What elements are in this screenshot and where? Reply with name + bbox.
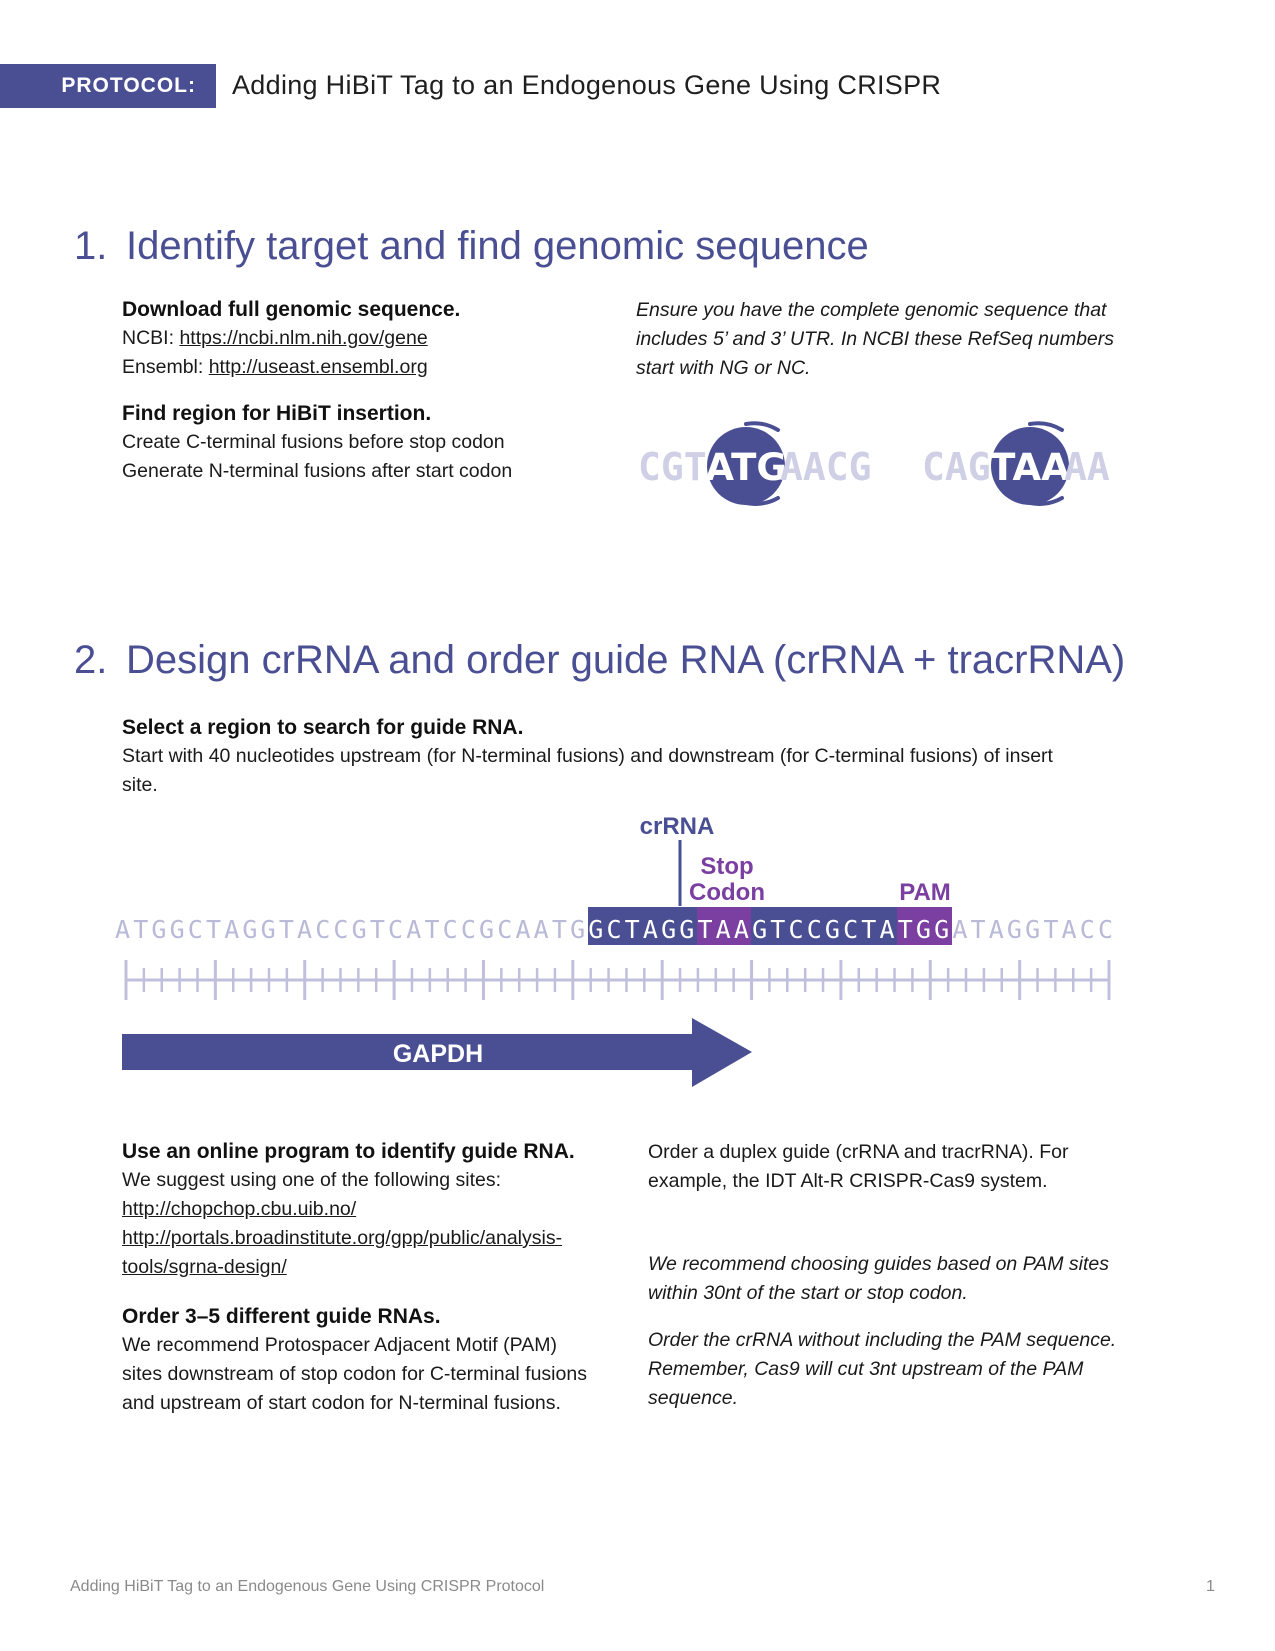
chopchop-link[interactable]: http://chopchop.cbu.uib.no/ (122, 1198, 357, 1220)
section1-title: Identify target and find genomic sequenc… (126, 224, 869, 268)
gapdh-arrow (122, 1018, 752, 1087)
codon-graphics: CGT ATG AACG CAG TAA AA (638, 421, 1110, 506)
stop-pre-text: CAG (922, 445, 991, 489)
online-heading: Use an online program to identify guide … (122, 1140, 575, 1163)
stop-codon-circle (991, 427, 1069, 505)
find-heading: Find region for HiBiT insertion. (122, 402, 432, 425)
seq-pam: TGG (898, 915, 949, 944)
start-post-text: AACG (780, 445, 872, 489)
stop-codon-arc-top (1028, 421, 1064, 432)
section2-number: 2. (74, 638, 108, 682)
ncbi-link[interactable]: https://ncbi.nlm.nih.gov/gene (179, 327, 428, 349)
select-heading: Select a region to search for guide RNA. (122, 716, 524, 739)
stop-label-line-2: Codon (689, 879, 765, 906)
crrna-label: crRNA (640, 813, 715, 840)
gapdh-label: GAPDH (393, 1040, 483, 1068)
order-block: Order 3–5 different guide RNAs. We recom… (122, 1305, 602, 1418)
download-heading: Download full genomic sequence. (122, 298, 461, 321)
stop-post-text: AA (1064, 445, 1110, 489)
section2-title: Design crRNA and order guide RNA (crRNA … (126, 638, 1126, 682)
section2-heading: 2. Design crRNA and order guide RNA (crRN… (74, 638, 1125, 683)
find-block: Find region for HiBiT insertion. Create … (122, 402, 602, 486)
order-heading: Order 3–5 different guide RNAs. (122, 1305, 441, 1328)
section1-heading: 1. Identify target and find genomic seque… (74, 224, 869, 269)
select-block: Select a region to search for guide RNA.… (122, 716, 1082, 800)
pam-recommend-note: We recommend choosing guides based on PA… (648, 1253, 1110, 1304)
protocol-label: PROTOCOL: (0, 64, 216, 108)
online-block: Use an online program to identify guide … (122, 1140, 622, 1282)
start-pre-text: CGT (638, 445, 707, 489)
find-line-1: Create C-terminal fusions before stop co… (122, 431, 505, 453)
seq-pre: ATGGCTAGGTACCGTCATCCGCAATG (115, 915, 585, 944)
page-number: 1 (1206, 1578, 1215, 1595)
grna-sequence-diagram: crRNA Stop Codon PAM ATGGCTAGGTACCGTCATC… (115, 813, 1113, 1087)
ncbi-line: NCBI: https://ncbi.nlm.nih.gov/gene (122, 324, 602, 353)
online-body: We suggest using one of the following si… (122, 1169, 502, 1191)
document-title: Adding HiBiT Tag to an Endogenous Gene U… (232, 70, 942, 100)
nucleotide-ruler (124, 960, 1111, 1000)
start-codon-graphic: CGT ATG AACG (638, 421, 872, 506)
duplex-note: Order a duplex guide (crRNA and tracrRNA… (648, 1141, 1069, 1192)
download-block: Download full genomic sequence. NCBI: ht… (122, 298, 602, 382)
broad-link-part1[interactable]: http://portals.broadinstitute.org/gpp/pu… (122, 1227, 563, 1249)
genomic-note: Ensure you have the complete genomic seq… (636, 299, 1114, 379)
pam-highlight (897, 907, 952, 945)
start-codon-circle (707, 427, 785, 505)
guide-highlight (588, 907, 952, 945)
stop-label-line-1: Stop (700, 853, 753, 880)
ncbi-label: NCBI: (122, 327, 180, 349)
order-body: We recommend Protospacer Adjacent Motif … (122, 1334, 587, 1414)
stop-codon-highlight (697, 907, 751, 945)
ensembl-line: Ensembl: http://useast.ensembl.org (122, 353, 602, 382)
select-body: Start with 40 nucleotides upstream (for … (122, 745, 1053, 796)
footer-title: Adding HiBiT Tag to an Endogenous Gene U… (70, 1578, 545, 1595)
ensembl-link[interactable]: http://useast.ensembl.org (208, 356, 428, 378)
pam-label: PAM (899, 879, 951, 906)
crrna-order-note: Order the crRNA without including the PA… (648, 1329, 1117, 1409)
stop-codon-graphic: CAG TAA AA (922, 421, 1110, 506)
ensembl-label: Ensembl: (122, 356, 209, 378)
seq-post: ATAGGTACC (952, 915, 1113, 944)
section1-number: 1. (74, 224, 108, 268)
find-line-2: Generate N-terminal fusions after start … (122, 460, 513, 482)
start-codon-arc-top (744, 421, 780, 432)
seq-stop-codon: TAA (697, 915, 748, 944)
start-codon-text: ATG (705, 446, 786, 489)
stop-codon-text: TAA (990, 446, 1070, 489)
broad-link-part2[interactable]: tools/sgrna-design/ (122, 1256, 287, 1278)
